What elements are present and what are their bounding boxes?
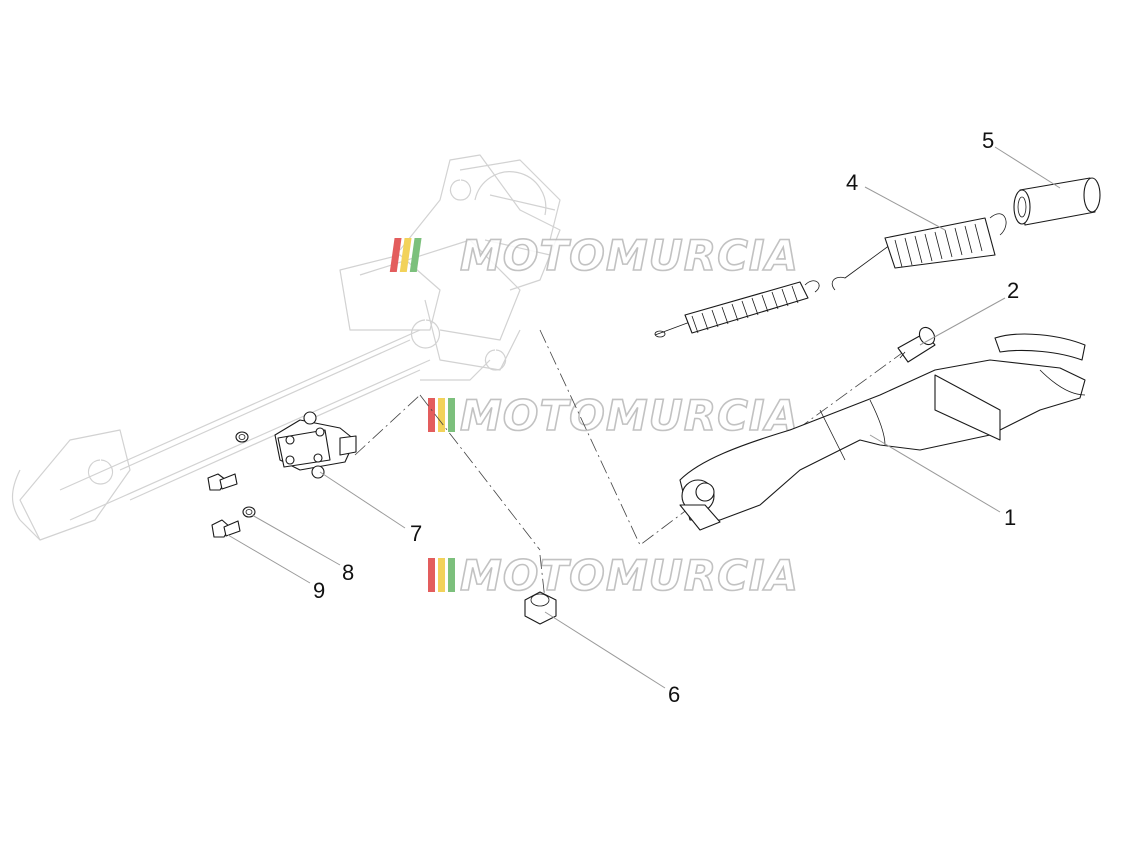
watermark-logo-middle: MOTOMURCIA [428,390,799,441]
frame-outline [11,154,561,541]
callout-6: 6 [668,682,680,707]
watermark-logo-bottom: MOTOMURCIA [428,550,799,601]
watermark-logo-top: MOTOMURCIA [389,230,799,281]
callout-7: 7 [410,521,422,546]
pin-part [897,326,936,363]
assembly-axes [354,329,921,601]
washer-parts [235,431,256,518]
svg-text:MOTOMURCIA: MOTOMURCIA [460,231,799,280]
callout-1: 1 [1004,505,1016,530]
callout-2: 2 [1007,278,1019,303]
side-stand-part [679,333,1086,531]
callout-4: 4 [846,170,858,195]
long-spring-part [654,280,820,338]
screw-parts [207,473,241,538]
svg-text:MOTOMURCIA: MOTOMURCIA [460,391,799,440]
svg-text:MOTOMURCIA: MOTOMURCIA [460,551,799,600]
callout-9: 9 [313,578,325,603]
sensor-switch-part [274,411,357,479]
nut-part [524,591,557,625]
callout-8: 8 [342,560,354,585]
short-spring-part [831,213,1007,291]
leader-lines [227,146,1061,689]
bushing-part [1013,177,1101,226]
callout-5: 5 [982,128,994,153]
